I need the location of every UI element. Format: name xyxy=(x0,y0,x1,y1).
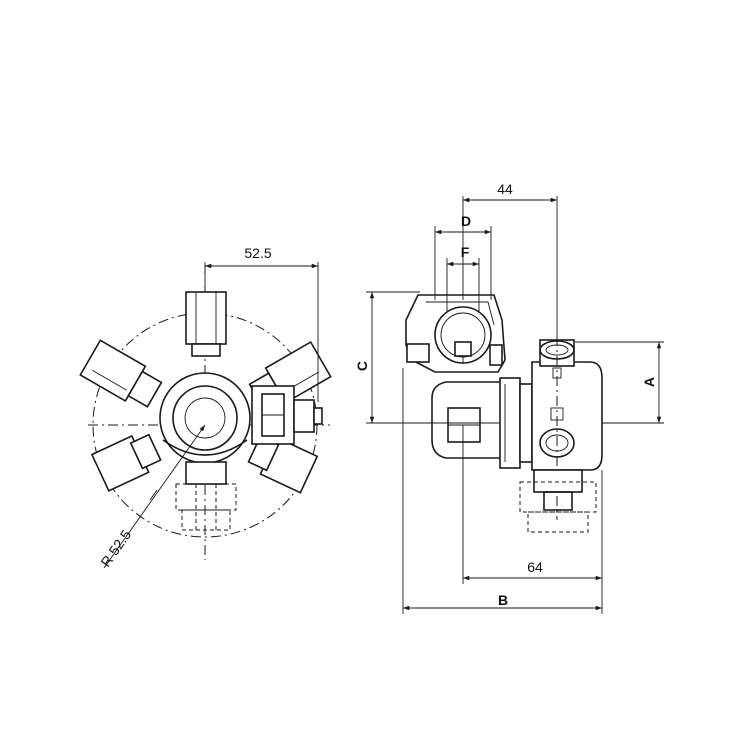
dim-label-B: B xyxy=(498,592,508,608)
dim-D xyxy=(434,226,492,300)
dim-top-width xyxy=(204,262,319,402)
dim-A xyxy=(575,341,664,424)
dim-64 xyxy=(462,425,603,614)
side-view: 44 D F C A xyxy=(354,181,664,614)
nozzle-lower-right xyxy=(247,435,319,494)
dim-label-C: C xyxy=(354,361,370,371)
dim-label-A: A xyxy=(641,377,657,387)
dim-radius xyxy=(103,424,206,569)
dim-44 xyxy=(462,196,558,340)
dim-B xyxy=(402,368,602,614)
dim-label-52-5: 52.5 xyxy=(244,245,271,261)
dim-label-64: 64 xyxy=(527,559,543,575)
inlet-bottom xyxy=(519,469,597,533)
main-body xyxy=(431,377,533,469)
hub xyxy=(159,372,251,464)
nozzle-upper-left xyxy=(79,339,163,408)
nozzle-lower-left xyxy=(90,433,162,492)
dim-F xyxy=(446,258,480,312)
dim-label-F: F xyxy=(461,244,470,260)
dim-label-radius: R 52.5 xyxy=(97,527,134,570)
nozzle-top xyxy=(185,291,227,357)
side-clamp xyxy=(251,385,323,445)
dim-label-D: D xyxy=(461,213,471,229)
dim-label-44: 44 xyxy=(497,181,513,197)
inlet-hidden xyxy=(175,461,237,531)
dim-C xyxy=(366,291,500,424)
front-view: 52.5 R 52.5 xyxy=(79,245,332,570)
pipe-clamp xyxy=(405,294,506,373)
